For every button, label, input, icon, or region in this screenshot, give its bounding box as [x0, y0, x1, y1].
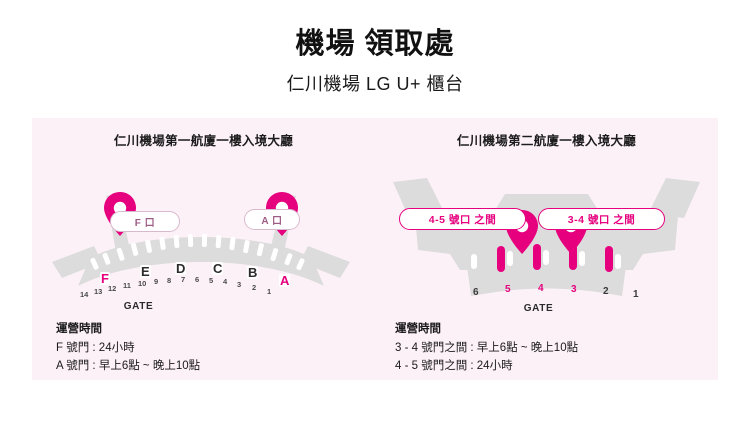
terminal1-gate-axis-label: GATE — [123, 301, 154, 312]
gate-letter-c: C — [212, 261, 224, 276]
terminal2-hours: 運營時間 3 - 4 號門之間 : 早上6點 ~ 晚上10點 4 - 5 號門之… — [395, 320, 715, 376]
terminal2-hours-line-2: 4 - 5 號門之間 : 24小時 — [395, 359, 513, 372]
t2-gate-number-3: 3 — [571, 284, 577, 295]
terminal2-map-graphic — [393, 178, 700, 296]
gate-letter-e: E — [140, 264, 151, 279]
pill-gate-f[interactable]: F 口 — [110, 211, 180, 232]
terminal2-hours-heading: 運營時間 — [395, 323, 441, 335]
t2-gate-number-4: 4 — [538, 283, 544, 294]
gate-letter-f: F — [100, 271, 110, 286]
pill-gate-3-4-label: 3-4 號口 之間 — [567, 213, 636, 226]
gate-number-8: 8 — [167, 276, 172, 285]
t2-gate-number-6: 6 — [473, 287, 479, 298]
t2-gate-number-2: 2 — [603, 286, 609, 297]
gate-number-2: 2 — [252, 283, 257, 292]
gate-number-7: 7 — [181, 275, 186, 284]
pill-gate-a[interactable]: A 口 — [244, 209, 300, 230]
t2-gate-number-1: 1 — [633, 289, 639, 300]
gate-number-13: 13 — [94, 287, 103, 296]
terminal1-hours-line-2: A 號門 : 早上6點 ~ 晚上10點 — [56, 359, 201, 372]
terminal2-column: 仁川機場第二航廈一樓入境大廳 — [375, 118, 718, 380]
gate-letter-d: D — [175, 261, 187, 276]
pill-gate-3-4[interactable]: 3-4 號口 之間 — [538, 208, 665, 230]
terminal1-column: 仁川機場第一航廈一樓入境大廳 — [32, 118, 375, 380]
gate-letter-a: A — [279, 273, 291, 288]
gate-number-11: 11 — [123, 281, 131, 290]
gate-number-10: 10 — [138, 279, 147, 288]
gate-number-9: 9 — [154, 277, 159, 286]
terminal1-hours-line-1: F 號門 : 24小時 — [56, 342, 135, 354]
gate-number-6: 6 — [195, 275, 200, 284]
pill-gate-4-5-label: 4-5 號口 之間 — [428, 213, 497, 226]
page-title: 機場 領取處 — [295, 28, 455, 60]
page-header: 機場 領取處 仁川機場 LG U+ 櫃台 — [0, 28, 750, 96]
gate-number-14: 14 — [80, 290, 89, 299]
terminal2-title: 仁川機場第二航廈一樓入境大廳 — [456, 134, 637, 148]
pill-gate-4-5[interactable]: 4-5 號口 之間 — [399, 208, 526, 230]
terminal2-hours-line-1: 3 - 4 號門之間 : 早上6點 ~ 晚上10點 — [395, 342, 579, 354]
terminal1-hours-heading: 運營時間 — [56, 323, 102, 335]
terminal2-counters — [497, 244, 613, 272]
pill-gate-f-label: F 口 — [134, 218, 156, 229]
t2-gate-number-5: 5 — [505, 284, 511, 295]
gate-number-4: 4 — [223, 277, 228, 286]
terminal1-map: F 口 A 口 F E D C B A 14 13 12 11 10 9 8 — [32, 154, 375, 314]
terminal2-gate-axis-label: GATE — [523, 303, 554, 314]
terminal1-title: 仁川機場第一航廈一樓入境大廳 — [113, 134, 294, 148]
gate-number-1: 1 — [267, 287, 272, 296]
page-subtitle: 仁川機場 LG U+ 櫃台 — [286, 74, 464, 95]
content-panel: 仁川機場第一航廈一樓入境大廳 — [32, 118, 718, 380]
pill-gate-a-label: A 口 — [261, 216, 283, 227]
terminal2-map: 4-5 號口 之間 3-4 號口 之間 6 5 4 3 2 1 GATE — [375, 154, 718, 314]
gate-letter-b: B — [247, 265, 259, 280]
gate-number-3: 3 — [237, 280, 242, 289]
gate-number-12: 12 — [108, 284, 117, 293]
gate-number-5: 5 — [209, 276, 214, 285]
terminal1-hours: 運營時間 F 號門 : 24小時 A 號門 : 早上6點 ~ 晚上10點 — [56, 320, 376, 376]
